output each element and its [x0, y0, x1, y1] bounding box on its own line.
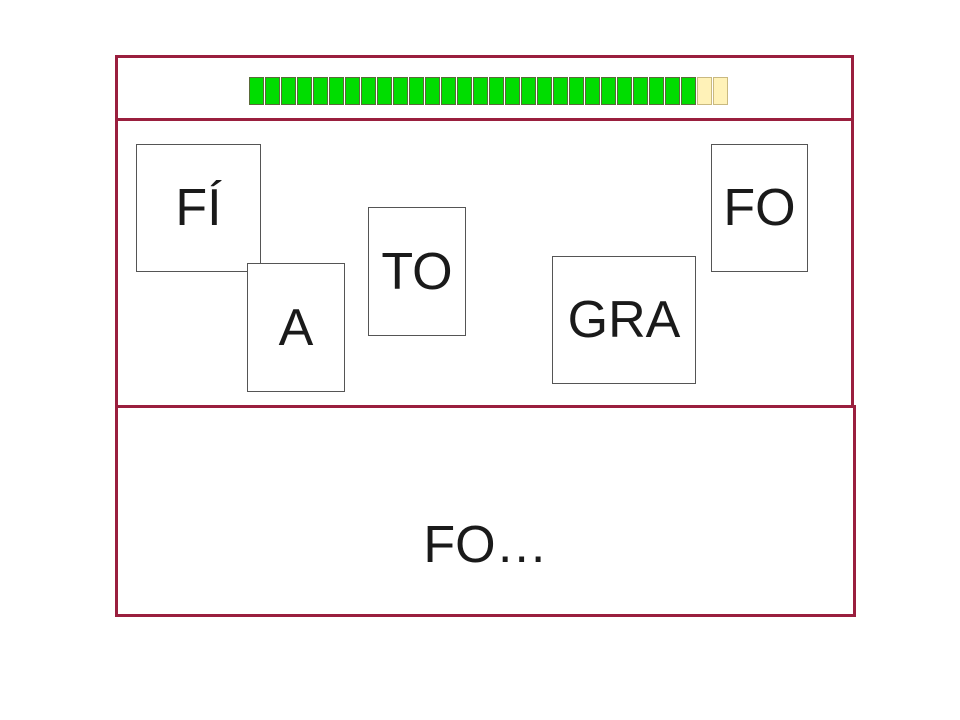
progress-segment-done: [281, 77, 296, 105]
syllable-card-fo[interactable]: FO: [711, 144, 808, 272]
progress-segment-done: [505, 77, 520, 105]
progress-segment-done: [265, 77, 280, 105]
progress-segment-done: [585, 77, 600, 105]
progress-segment-done: [249, 77, 264, 105]
progress-segment-done: [521, 77, 536, 105]
progress-segment-done: [457, 77, 472, 105]
progress-segment-done: [553, 77, 568, 105]
progress-segment-done: [665, 77, 680, 105]
syllable-card-gra[interactable]: GRA: [552, 256, 696, 384]
progress-segment-done: [473, 77, 488, 105]
progress-segment-done: [617, 77, 632, 105]
progress-segment-done: [681, 77, 696, 105]
progress-segment-done: [313, 77, 328, 105]
syllable-card-a[interactable]: A: [247, 263, 345, 392]
progress-segment-done: [393, 77, 408, 105]
syllable-card-fi[interactable]: FÍ: [136, 144, 261, 272]
progress-segment-done: [489, 77, 504, 105]
progress-segment-done: [377, 77, 392, 105]
progress-segment-done: [425, 77, 440, 105]
progress-segment-done: [441, 77, 456, 105]
progress-segment-done: [297, 77, 312, 105]
progress-segment-remaining: [697, 77, 712, 105]
progress-segment-done: [329, 77, 344, 105]
progress-segment-done: [633, 77, 648, 105]
progress-segment-done: [537, 77, 552, 105]
progress-segment-done: [361, 77, 376, 105]
progress-segment-done: [601, 77, 616, 105]
progress-bar: [249, 77, 729, 105]
answer-panel: [115, 405, 856, 617]
progress-segment-done: [569, 77, 584, 105]
syllable-card-to[interactable]: TO: [368, 207, 466, 336]
progress-segment-done: [409, 77, 424, 105]
progress-segment-done: [345, 77, 360, 105]
answer-text: FO…: [423, 516, 548, 574]
progress-segment-remaining: [713, 77, 728, 105]
progress-segment-done: [649, 77, 664, 105]
